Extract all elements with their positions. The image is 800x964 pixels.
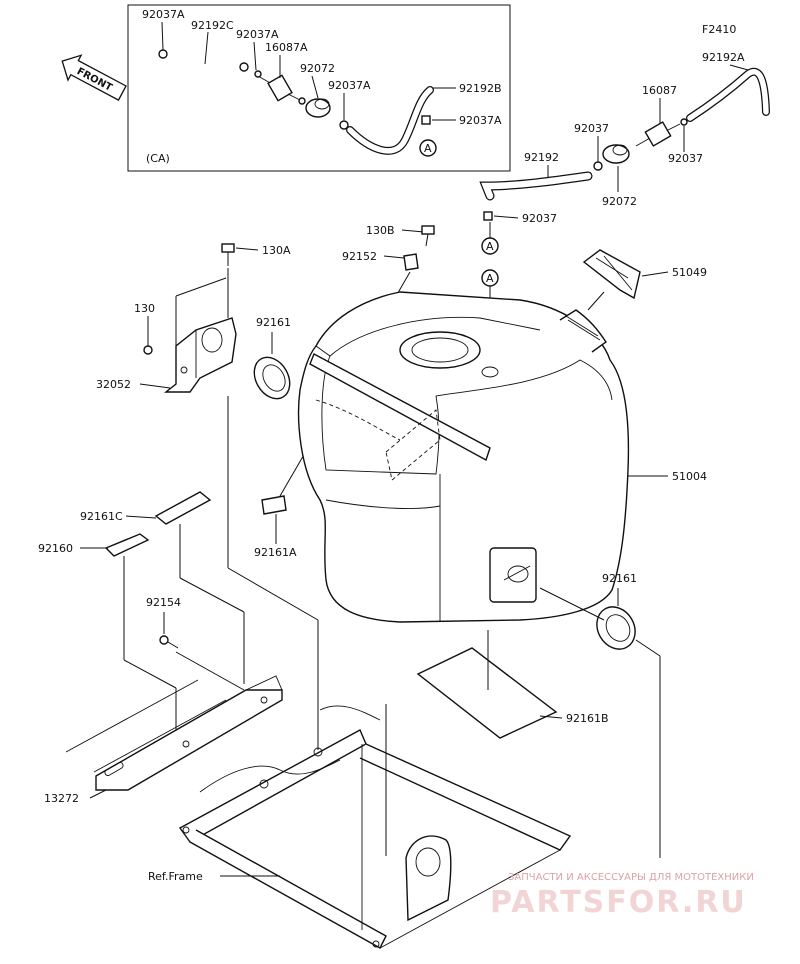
filter-16087: [635, 121, 681, 147]
label-92152: 92152: [342, 250, 377, 263]
label-92160: 92160: [38, 542, 73, 555]
label-16087a: 16087A: [265, 41, 308, 54]
bolt-130a: [221, 243, 235, 266]
spacer-92152: [403, 253, 419, 271]
ref-a-1: A: [424, 142, 432, 155]
label-ref-frame: Ref.Frame: [148, 870, 203, 883]
label-92037-r: 92037: [668, 152, 703, 165]
filter-16087a: [257, 74, 301, 102]
label-92037-1: 92037: [574, 122, 609, 135]
ref-a-circle-1: [419, 139, 437, 157]
bracket-13272: [95, 675, 283, 791]
ref-a-2: A: [486, 240, 494, 253]
label-16087: 16087: [642, 84, 677, 97]
label-92161a: 92161A: [254, 546, 297, 559]
ref-a-circle-2: [481, 237, 499, 255]
label-51049: 51049: [672, 266, 707, 279]
pad-92161c: [154, 491, 212, 525]
label-92037a-1: 92037A: [142, 8, 185, 21]
separator-92072-main: [602, 144, 630, 164]
tank-strap: [309, 353, 491, 462]
watermark-logo: PARTSFOR.RU: [490, 885, 747, 920]
label-51004: 51004: [672, 470, 707, 483]
label-92037-2: 92037: [522, 212, 557, 225]
label-92072-inset: 92072: [300, 62, 335, 75]
label-92192c: 92192C: [191, 19, 234, 32]
ref-a-3: A: [486, 272, 494, 285]
label-92072-main: 92072: [602, 195, 637, 208]
label-92161-top: 92161: [256, 316, 291, 329]
label-32052: 32052: [96, 378, 131, 391]
bolt-130b: [421, 225, 435, 247]
label-92161c: 92161C: [80, 510, 123, 523]
label-130a: 130A: [262, 244, 291, 257]
tank-cap-51049: [582, 249, 641, 300]
label-13272: 13272: [44, 792, 79, 805]
figure-id: F2410: [702, 23, 736, 36]
label-92161-right: 92161: [602, 572, 637, 585]
bolt-92154: [159, 635, 179, 649]
pad-92161a: [261, 495, 287, 515]
inset-label: (CA): [146, 152, 170, 165]
label-92192a: 92192A: [702, 51, 745, 64]
label-92154: 92154: [146, 596, 181, 609]
bracket-32052: [164, 317, 237, 393]
separator-92072: [305, 98, 331, 118]
label-92037a-2: 92037A: [236, 28, 279, 41]
ca-inset-box: [127, 4, 511, 172]
clamp-92037a-5: [339, 120, 349, 130]
label-130: 130: [134, 302, 155, 315]
front-arrow-icon: FRONT: [61, 54, 127, 101]
clamp-92037-2: [593, 161, 603, 171]
label-92037a-3: 92037A: [328, 79, 371, 92]
bolt-130: [143, 345, 153, 355]
pad-92160: [104, 533, 150, 557]
clamp-92037a-1: [158, 49, 168, 59]
clamp-92037a-3: [254, 70, 262, 78]
reference-frame: [65, 679, 572, 949]
label-92192: 92192: [524, 151, 559, 164]
label-92161b: 92161B: [566, 712, 609, 725]
grommet-92161-top: [253, 356, 291, 400]
clamp-92037-3: [483, 211, 493, 221]
label-92192b: 92192B: [459, 82, 502, 95]
clamp-92037a-4: [298, 97, 306, 105]
pad-92161b: [416, 647, 558, 739]
grommet-92161-right: [596, 606, 636, 650]
label-92037a-4: 92037A: [459, 114, 502, 127]
tank-filler-opening: [399, 331, 481, 369]
watermark-tagline: ЗАПЧАСТИ И АКСЕССУАРЫ ДЛЯ МОТОТЕХНИКИ: [508, 872, 754, 883]
label-130b: 130B: [366, 224, 395, 237]
clamp-92037-1: [680, 118, 688, 126]
clamp-92037a-6: [421, 115, 431, 125]
fuel-tank-51004: [297, 291, 630, 623]
clamp-92037a-2: [239, 62, 249, 72]
